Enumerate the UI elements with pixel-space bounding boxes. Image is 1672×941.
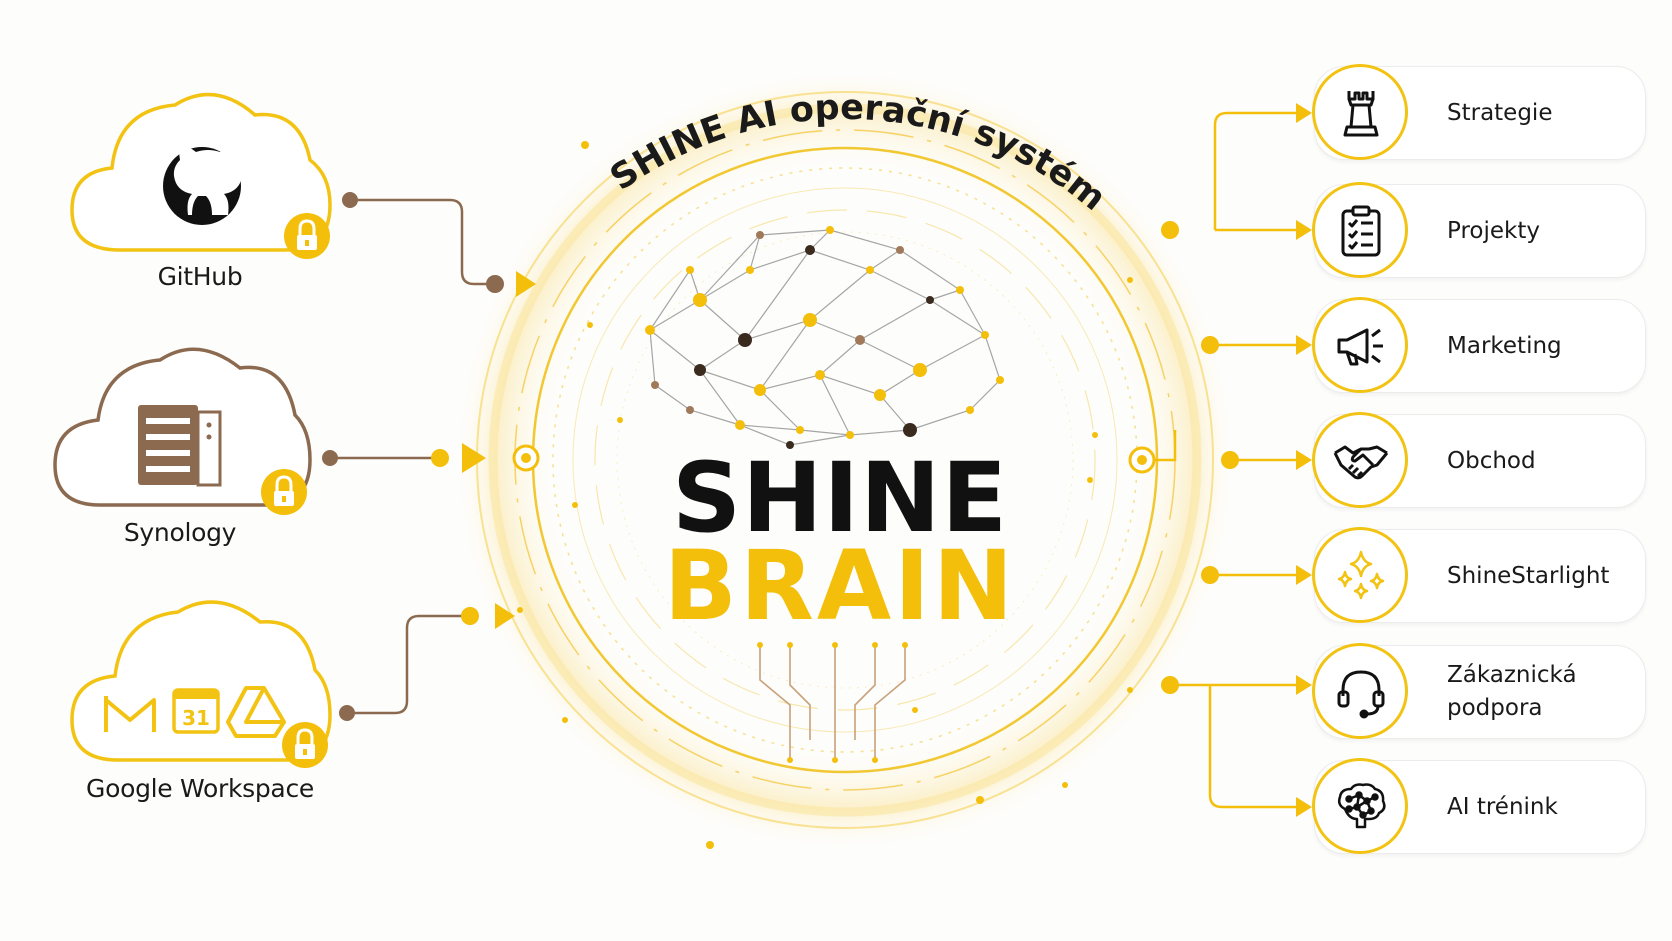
brain-network-icon bbox=[1312, 758, 1408, 854]
source-label-google-workspace: Google Workspace bbox=[86, 774, 314, 803]
module-card-shinestarlight[interactable]: ShineStarlight bbox=[1312, 527, 1646, 623]
source-connectors bbox=[330, 198, 495, 715]
drive-icon bbox=[226, 686, 286, 738]
source-label-synology: Synology bbox=[123, 518, 237, 547]
module-connector-nodes bbox=[1128, 103, 1312, 817]
clipboard-checklist-icon bbox=[1312, 182, 1408, 278]
lock-badge-workspace bbox=[282, 722, 328, 768]
decorative-dots bbox=[517, 141, 1133, 849]
module-card-zakaznicka-podpora[interactable]: Zákaznická podpora bbox=[1312, 643, 1646, 739]
module-card-marketing[interactable]: Marketing bbox=[1312, 297, 1646, 393]
center-title-brain: BRAIN bbox=[663, 530, 1017, 642]
brain-network-graphic bbox=[645, 226, 1004, 449]
center-title-shine: SHINE bbox=[671, 442, 1009, 554]
megaphone-icon bbox=[1312, 297, 1408, 393]
chess-rook-icon bbox=[1312, 64, 1408, 160]
headset-icon bbox=[1312, 643, 1408, 739]
source-connector-nodes bbox=[322, 192, 540, 721]
module-label: AI trénink bbox=[1447, 793, 1558, 820]
calendar-icon: 31 bbox=[172, 688, 220, 734]
module-card-ai-trenink[interactable]: AI trénink bbox=[1312, 758, 1646, 854]
module-connectors bbox=[1140, 111, 1300, 809]
gmail-icon bbox=[104, 696, 156, 732]
module-label: Obchod bbox=[1447, 447, 1536, 474]
lock-badge-synology bbox=[261, 469, 307, 515]
handshake-icon bbox=[1312, 412, 1408, 508]
module-label: ShineStarlight bbox=[1447, 562, 1610, 589]
circuit-traces bbox=[757, 642, 908, 763]
cloud-github[interactable] bbox=[70, 92, 332, 259]
server-icon bbox=[138, 405, 222, 487]
module-card-strategie[interactable]: Strategie bbox=[1312, 64, 1646, 160]
github-icon bbox=[163, 145, 243, 225]
module-label: Projekty bbox=[1447, 217, 1540, 244]
module-label: Marketing bbox=[1447, 332, 1562, 359]
core-rings bbox=[450, 65, 1240, 855]
sparkles-icon bbox=[1312, 527, 1408, 623]
module-label: Zákaznická podpora bbox=[1447, 662, 1577, 721]
source-label-github: GitHub bbox=[157, 262, 243, 291]
module-label: Strategie bbox=[1447, 99, 1553, 126]
svg-text:31: 31 bbox=[182, 706, 210, 730]
module-card-obchod[interactable]: Obchod bbox=[1312, 412, 1646, 508]
cloud-synology[interactable] bbox=[53, 347, 312, 515]
cloud-google-workspace[interactable]: 31 bbox=[70, 600, 332, 768]
lock-badge-github bbox=[284, 213, 330, 259]
module-card-projekty[interactable]: Projekty bbox=[1312, 182, 1646, 278]
